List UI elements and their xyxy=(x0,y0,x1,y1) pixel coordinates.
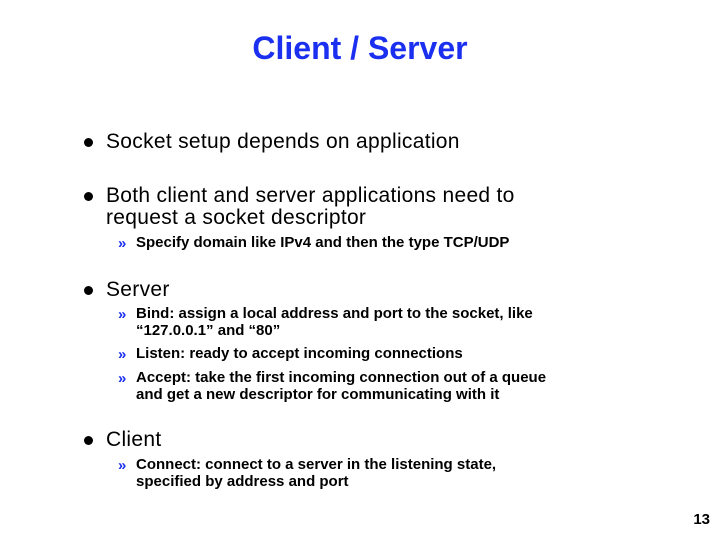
sub-bullet-text: Accept: take the first incoming connecti… xyxy=(136,369,547,386)
sub-bullet-text: Connect: connect to a server in the list… xyxy=(136,456,497,473)
chevron-right-icon: » xyxy=(118,306,127,323)
bullet-dot-icon xyxy=(84,138,93,147)
slide-title: Client / Server xyxy=(252,30,468,66)
chevron-right-icon: » xyxy=(118,370,127,387)
sub-bullet-text: Specify domain like IPv4 and then the ty… xyxy=(136,234,510,251)
bullet-dot-icon xyxy=(84,192,93,201)
bullet-text: request a socket descriptor xyxy=(106,206,367,229)
page-number: 13 xyxy=(693,511,710,528)
sub-bullet-text: specified by address and port xyxy=(136,473,349,490)
chevron-right-icon: » xyxy=(118,457,127,474)
bullet-text: Both client and server applications need… xyxy=(106,184,515,207)
chevron-right-icon: » xyxy=(118,235,127,252)
bullet-text: Server xyxy=(106,278,170,301)
sub-bullet-text: and get a new descriptor for communicati… xyxy=(136,386,500,403)
sub-bullet-text: Listen: ready to accept incoming connect… xyxy=(136,345,463,362)
bullet-text: Client xyxy=(106,428,162,451)
bullet-dot-icon xyxy=(84,286,93,295)
bullet-text: Socket setup depends on application xyxy=(106,130,460,153)
sub-bullet-text: Bind: assign a local address and port to… xyxy=(136,305,533,322)
sub-bullet-text: “127.0.0.1” and “80” xyxy=(136,322,281,339)
chevron-right-icon: » xyxy=(118,346,127,363)
bullet-dot-icon xyxy=(84,436,93,445)
